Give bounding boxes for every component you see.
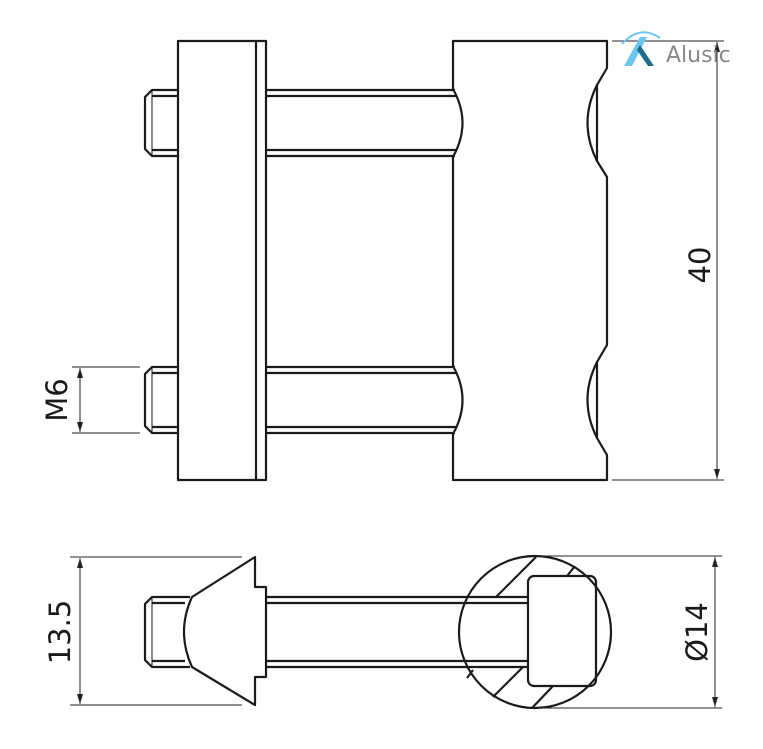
dimension-thread: M6 — [40, 366, 140, 434]
rod-bottom — [266, 365, 457, 435]
cone-piece — [182, 555, 268, 707]
dimension-height: 40 — [612, 40, 724, 481]
clamp-head — [526, 574, 598, 688]
alusic-logo: Alusic — [621, 31, 731, 68]
thread-stub-top — [143, 88, 178, 158]
clamp-block — [451, 39, 609, 482]
dimension-thread-label: M6 — [40, 378, 74, 421]
dimension-width-label: 13.5 — [43, 600, 77, 665]
side-view — [143, 554, 613, 710]
dimension-height-label: 40 — [683, 247, 717, 284]
logo-text: Alusic — [666, 43, 731, 68]
top-view — [143, 39, 609, 482]
clamp-plate — [176, 39, 268, 482]
dimension-diameter: Ø14 — [535, 555, 722, 709]
logo-mark-icon — [624, 37, 647, 66]
dimension-width: 13.5 — [43, 556, 242, 706]
rod-top — [266, 88, 457, 158]
section-hatching — [466, 556, 576, 709]
dimension-diameter-label: Ø14 — [680, 602, 714, 662]
thread-stub-bottom — [143, 365, 178, 435]
side-rod — [266, 595, 528, 669]
side-thread-stub — [143, 595, 190, 669]
